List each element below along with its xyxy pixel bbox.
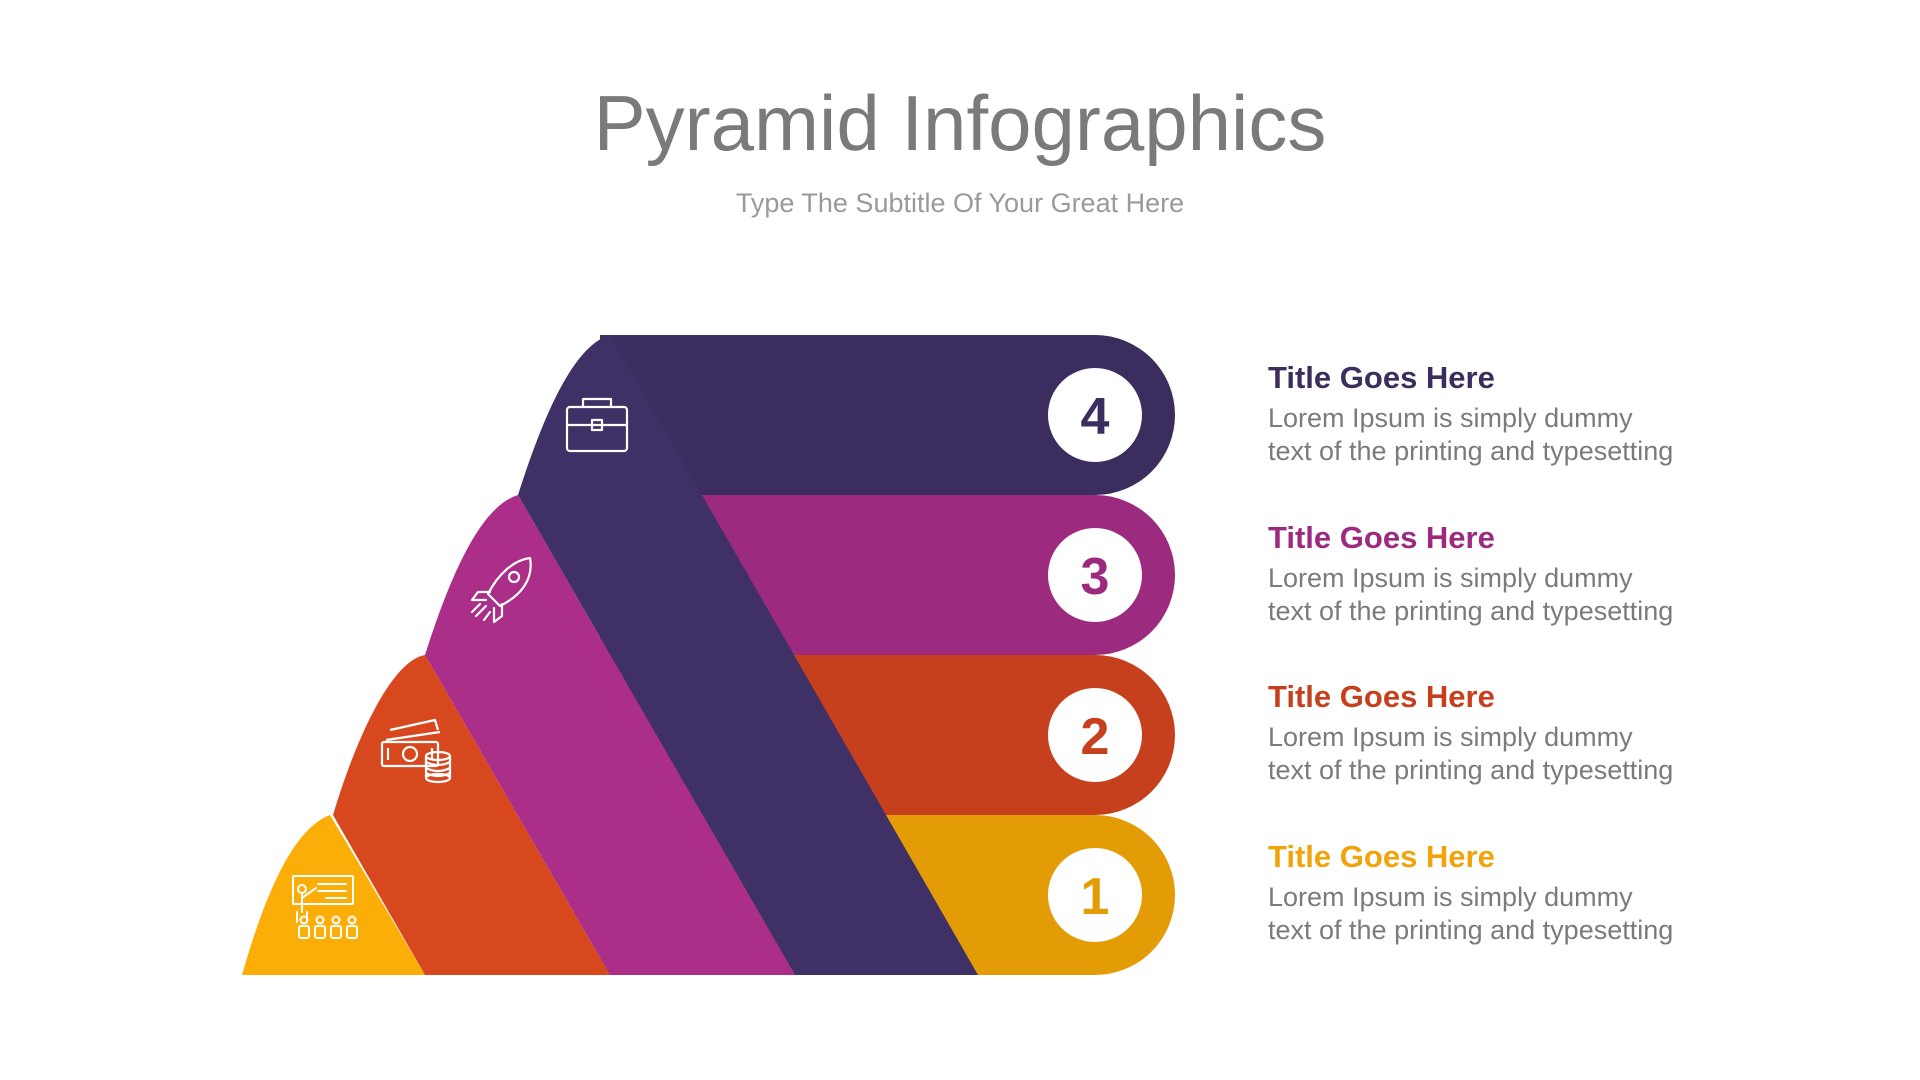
rocket-icon xyxy=(470,556,532,624)
level-1-number-circle xyxy=(1048,848,1142,942)
level-3-text-block: Title Goes Here Lorem Ipsum is simply du… xyxy=(1268,518,1788,628)
level-1-title: Title Goes Here xyxy=(1268,839,1495,874)
level-3-number-circle xyxy=(1048,528,1142,622)
page-title: Pyramid Infographics xyxy=(593,79,1327,167)
level-2-description-line-2: text of the printing and typesetting xyxy=(1268,755,1674,785)
level-4-description-line-2: text of the printing and typesetting xyxy=(1268,436,1674,466)
level-3-number: 3 xyxy=(1081,548,1110,606)
level-2-description-line-1: Lorem Ipsum is simply dummy xyxy=(1268,722,1633,752)
level-1-description-line-2: text of the printing and typesetting xyxy=(1268,915,1674,945)
level-3-title: Title Goes Here xyxy=(1268,520,1495,555)
level-4-description-line-1: Lorem Ipsum is simply dummy xyxy=(1268,403,1633,433)
presentation-icon xyxy=(292,875,358,939)
stripe-orange xyxy=(333,655,610,975)
level-2-number: 2 xyxy=(1081,708,1110,766)
page-subtitle: Type The Subtitle Of Your Great Here xyxy=(735,188,1185,218)
level-4-title: Title Goes Here xyxy=(1268,360,1495,395)
stripe-magenta xyxy=(425,495,795,975)
level-2-number-circle xyxy=(1048,688,1142,782)
level-2-text-block: Title Goes Here Lorem Ipsum is simply du… xyxy=(1268,677,1788,787)
level-2-title: Title Goes Here xyxy=(1268,679,1495,714)
stripe-yellow xyxy=(242,815,425,975)
stripe-purple xyxy=(518,335,978,975)
level-4-number-circle xyxy=(1048,368,1142,462)
level-4-number: 4 xyxy=(1081,388,1110,446)
money-icon xyxy=(380,718,452,784)
level-4-bar xyxy=(600,335,1175,495)
level-3-description: Lorem Ipsum is simply dummy text of the … xyxy=(1268,562,1788,628)
level-1-number: 1 xyxy=(1081,868,1110,926)
level-1-description-line-1: Lorem Ipsum is simply dummy xyxy=(1268,882,1633,912)
level-1-text-block: Title Goes Here Lorem Ipsum is simply du… xyxy=(1268,837,1788,947)
briefcase-icon xyxy=(565,397,629,453)
level-2-description: Lorem Ipsum is simply dummy text of the … xyxy=(1268,721,1788,787)
level-3-description-line-2: text of the printing and typesetting xyxy=(1268,596,1674,626)
level-4-description: Lorem Ipsum is simply dummy text of the … xyxy=(1268,402,1788,468)
level-1-description: Lorem Ipsum is simply dummy text of the … xyxy=(1268,881,1788,947)
level-3-description-line-1: Lorem Ipsum is simply dummy xyxy=(1268,563,1633,593)
level-4-text-block: Title Goes Here Lorem Ipsum is simply du… xyxy=(1268,358,1788,468)
